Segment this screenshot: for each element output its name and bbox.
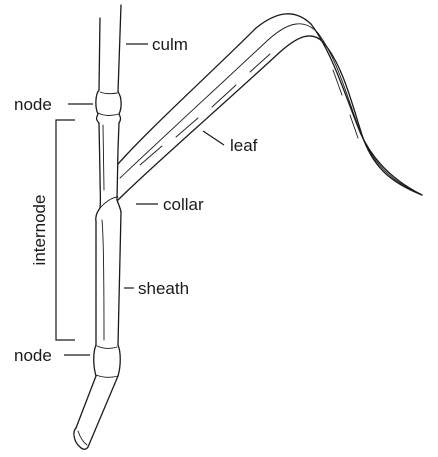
node-bottom-label: node (14, 346, 52, 365)
collar-label: collar (163, 195, 204, 214)
internode-stem (98, 122, 120, 209)
sheath-label: sheath (138, 279, 189, 298)
node-lower (93, 344, 121, 378)
sheath (95, 211, 122, 346)
leaf-label: leaf (230, 136, 258, 155)
collar (95, 196, 122, 223)
internode-bracket (55, 119, 75, 341)
stem-base-cut (73, 375, 119, 450)
node-upper (95, 89, 122, 124)
leaf-blade (117, 13, 423, 201)
node-top-label: node (14, 95, 52, 114)
leaf-leader (202, 130, 225, 146)
culm-label: culm (152, 35, 188, 54)
culm (98, 4, 122, 93)
internode-label: internode (30, 195, 49, 266)
